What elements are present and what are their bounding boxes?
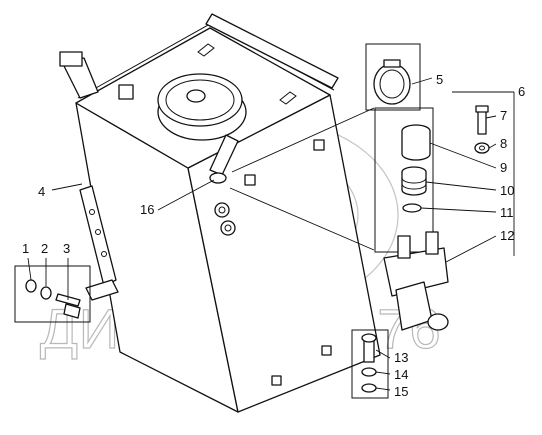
- item12-tap-port: [427, 313, 449, 331]
- item7-bolt-head: [475, 105, 489, 113]
- clamp-bolt: [383, 59, 401, 68]
- top-bracket-right: [279, 91, 297, 105]
- callout-1: 1: [22, 241, 29, 256]
- drain-plug-2: [220, 220, 236, 236]
- callout-15: 15: [394, 384, 408, 399]
- fitting-group: [374, 105, 490, 331]
- washer-2: [40, 286, 52, 300]
- bolt-head-3: [63, 303, 81, 319]
- drain-plug-1: [214, 202, 230, 218]
- callout-5: 5: [436, 72, 443, 87]
- item7-bolt: [477, 109, 487, 135]
- callout-labels: 4 1 2 3 5 6 7 8 9 10 11 12 13 14 15 16: [22, 72, 525, 399]
- item8-washer-hole: [479, 145, 485, 151]
- item15-washer: [361, 383, 377, 393]
- callout-6: 6: [518, 84, 525, 99]
- item12-tap-stem-left: [397, 235, 411, 259]
- callout-4: 4: [38, 184, 45, 199]
- item10-filter-rib-1: [401, 177, 427, 184]
- callout-13: 13: [394, 350, 408, 365]
- outlet-fitting-upper: [209, 172, 227, 184]
- item8-washer: [474, 142, 490, 154]
- breather-pipe-cap: [59, 51, 83, 67]
- drain-plug-1-inner: [218, 206, 226, 214]
- item10-filter-rib-2: [401, 183, 427, 190]
- mount-pad-1: [244, 174, 256, 186]
- washer-1: [25, 279, 37, 293]
- fuel-tank: [59, 13, 381, 413]
- clamp-ring-inner: [379, 69, 405, 99]
- mount-pad-3: [321, 345, 332, 356]
- top-bracket-left: [197, 43, 215, 57]
- callout-3: 3: [63, 241, 70, 256]
- mount-pad-2: [313, 139, 325, 151]
- item14-washer: [361, 367, 377, 377]
- callout-7: 7: [500, 108, 507, 123]
- callout-9: 9: [500, 160, 507, 175]
- strap-hole-1: [89, 209, 95, 215]
- item13-bolt-head: [361, 333, 377, 343]
- top-rail: [205, 13, 339, 89]
- leader-lines: [27, 77, 515, 391]
- mounting-strap: [79, 185, 117, 287]
- mount-pad-4: [271, 375, 282, 386]
- callout-10: 10: [500, 183, 514, 198]
- filler-cap-rim: [165, 79, 235, 121]
- clamp-group: [365, 43, 421, 111]
- strap-hole-3: [101, 251, 107, 257]
- callout-14: 14: [394, 367, 408, 382]
- filler-cap-center: [186, 89, 206, 103]
- clamp-box: [365, 43, 421, 111]
- sender-fitting: [118, 84, 134, 100]
- drain-plug-2-inner: [224, 224, 232, 232]
- callout-8: 8: [500, 136, 507, 151]
- bolt-group-box: [14, 265, 91, 323]
- item12-tap-body: [383, 247, 449, 297]
- item11-seal-ring: [402, 203, 422, 213]
- callout-16: 16: [140, 202, 154, 217]
- item9-cap-body: [401, 131, 431, 161]
- callout-2: 2: [41, 241, 48, 256]
- bolt-group-lower-box: [351, 329, 389, 399]
- strap-hole-2: [95, 229, 101, 235]
- item13-bolt: [363, 339, 375, 363]
- callout-11: 11: [500, 205, 514, 220]
- callout-12: 12: [500, 228, 514, 243]
- item12-tap-stem-right: [425, 231, 439, 255]
